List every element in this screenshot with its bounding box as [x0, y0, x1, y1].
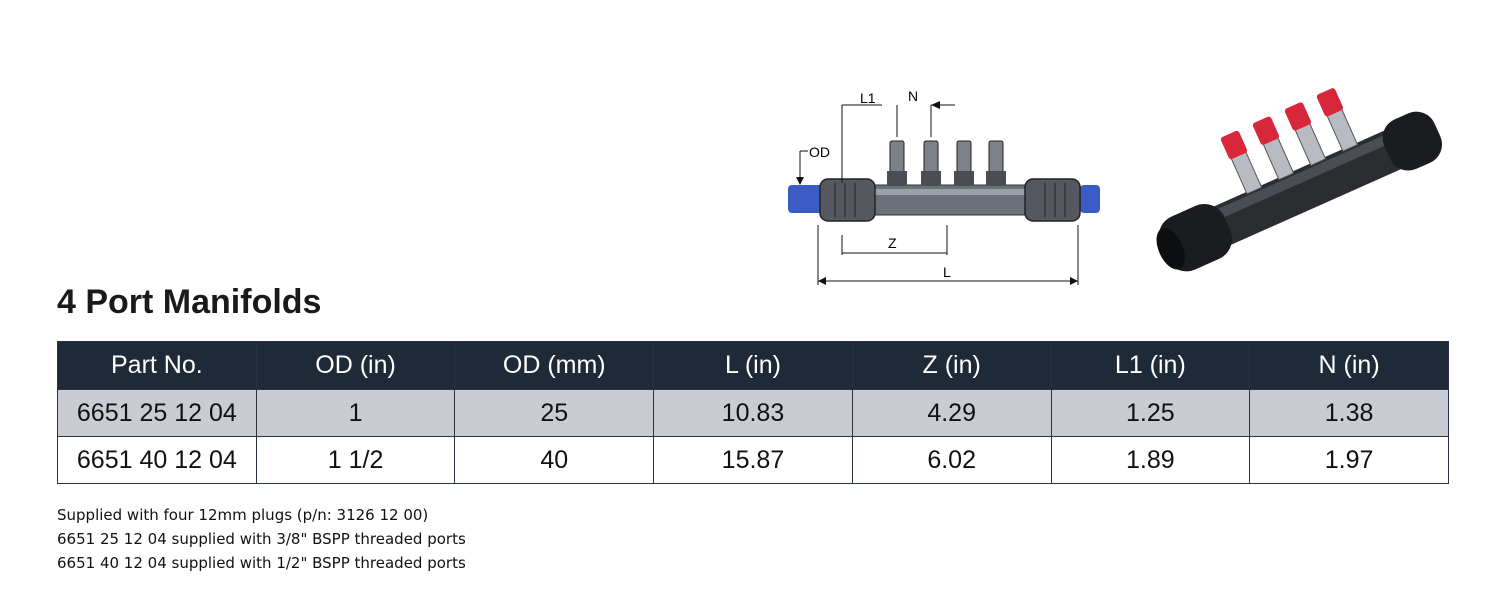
column-header: OD (in): [255, 341, 456, 390]
table-header-row: Part No. OD (in) OD (mm) L (in) Z (in) L…: [57, 341, 1449, 390]
column-header: OD (mm): [454, 341, 655, 390]
column-header: Z (in): [851, 341, 1052, 390]
table-cell: 1.38: [1249, 389, 1449, 437]
table-cell: 25: [454, 389, 655, 437]
column-header: L1 (in): [1050, 341, 1251, 390]
column-header: N (in): [1249, 341, 1449, 390]
manifold-product-image: [1156, 88, 1443, 272]
right-pipe: [1080, 185, 1100, 213]
manifold-dimension-diagram: L1 N OD Z L: [788, 88, 1100, 285]
column-header: Part No.: [57, 341, 257, 390]
table-cell: 6651 40 12 04: [57, 436, 257, 484]
table-cell: 10.83: [653, 389, 853, 437]
footnote: 6651 25 12 04 supplied with 3/8" BSPP th…: [57, 530, 466, 548]
left-pipe: [788, 185, 828, 213]
label-od: OD: [809, 144, 830, 160]
page-title: 4 Port Manifolds: [57, 283, 322, 321]
label-n: N: [908, 88, 918, 104]
table-cell: 15.87: [653, 436, 853, 484]
footnote: Supplied with four 12mm plugs (p/n: 3126…: [57, 506, 429, 524]
label-z: Z: [888, 235, 897, 251]
right-coupler: [1024, 178, 1081, 222]
table-cell: 1 1/2: [255, 436, 456, 484]
table-cell: 1.97: [1249, 436, 1449, 484]
specification-table: Part No. OD (in) OD (mm) L (in) Z (in) L…: [57, 341, 1449, 484]
column-header: L (in): [653, 341, 853, 390]
label-l1: L1: [860, 90, 876, 106]
table-cell: 1: [255, 389, 456, 437]
footnote: 6651 40 12 04 supplied with 1/2" BSPP th…: [57, 554, 466, 572]
left-coupler: [819, 178, 876, 222]
table-cell: 6.02: [851, 436, 1052, 484]
table-cell: 6651 25 12 04: [57, 389, 257, 437]
table-cell: 1.89: [1050, 436, 1251, 484]
table-row: 6651 25 12 04 1 25 10.83 4.29 1.25 1.38: [57, 389, 1449, 437]
table-row: 6651 40 12 04 1 1/2 40 15.87 6.02 1.89 1…: [57, 436, 1449, 484]
table-cell: 40: [454, 436, 655, 484]
table-cell: 1.25: [1050, 389, 1251, 437]
label-l: L: [943, 264, 951, 280]
table-cell: 4.29: [851, 389, 1052, 437]
footnotes: Supplied with four 12mm plugs (p/n: 3126…: [57, 503, 466, 575]
red-plug-icons: [1220, 88, 1343, 160]
